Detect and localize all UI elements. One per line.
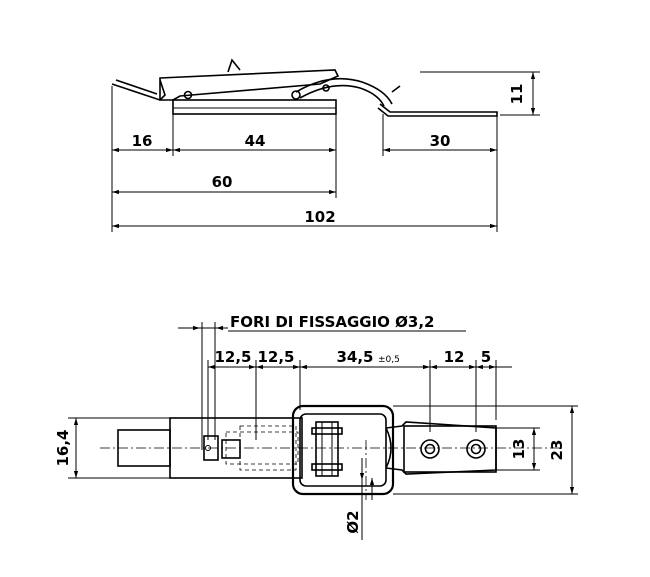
- dim-16-label: 16: [132, 132, 153, 150]
- strike-plate: [377, 103, 498, 117]
- dim-d2-label: Ø2: [344, 510, 362, 533]
- mounting-holes-title: FORI DI FISSAGGIO Ø3,2: [230, 313, 434, 331]
- left-hook: [111, 79, 166, 101]
- dim-11-label: 11: [508, 84, 526, 105]
- bottom-view: FORI DI FISSAGGIO Ø3,2 12,5 12,5 34,5 ±0…: [54, 313, 578, 540]
- dim-60-label: 60: [212, 173, 233, 191]
- base-plate: [172, 99, 337, 115]
- dim-34-5-tolerance: ±0,5: [378, 355, 400, 365]
- dim-44-label: 44: [245, 132, 266, 150]
- dim-102-label: 102: [304, 208, 335, 226]
- dim-12-5-b-label: 12,5: [257, 348, 294, 366]
- lever-body: [159, 69, 340, 101]
- mounting-hole-left: [420, 439, 440, 459]
- dim-34-5-label: 34,5: [336, 348, 373, 366]
- lever-tab: [227, 58, 241, 73]
- buckle-frame: [291, 404, 395, 496]
- buckle-roller: [315, 421, 339, 477]
- dim-13-label: 13: [510, 439, 528, 460]
- mounting-hole-right: [466, 439, 486, 459]
- dim-30-label: 30: [430, 132, 451, 150]
- spring-arc: [295, 77, 393, 105]
- top-view: 11 16 44 30 60 102: [111, 58, 540, 232]
- dim-12-label: 12: [444, 348, 465, 366]
- pivot-hole: [183, 90, 193, 100]
- dim-5-label: 5: [481, 348, 491, 366]
- dim-12-5-a-label: 12,5: [214, 348, 251, 366]
- dim-23-label: 23: [548, 440, 566, 461]
- dim-16-4-label: 16,4: [54, 429, 72, 466]
